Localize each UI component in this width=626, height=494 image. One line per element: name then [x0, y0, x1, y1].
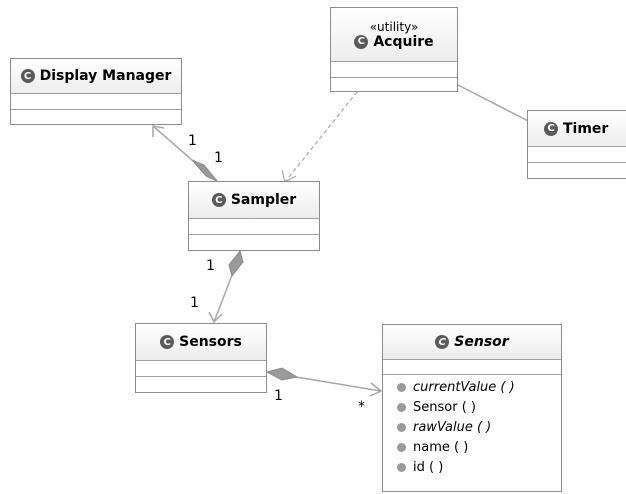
multiplicity-sensor-many-end: *	[358, 399, 365, 415]
class-header: C Sampler	[189, 182, 319, 219]
class-sensor[interactable]: C Sensor currentValue ( ) Sensor ( ) raw…	[382, 324, 562, 492]
composition-sampler-display-manager	[152, 125, 193, 161]
multiplicity-sensors-right-end: 1	[274, 388, 283, 404]
multiplicity-display-manager-end: 1	[188, 133, 197, 149]
attributes-compartment	[331, 62, 457, 78]
class-header: «utility» C Acquire	[331, 8, 457, 62]
attributes-compartment	[528, 147, 626, 163]
class-icon: C	[354, 34, 369, 49]
association-acquire-timer	[457, 84, 541, 128]
public-operation-icon	[397, 422, 406, 432]
multiplicity-sampler-top-end: 1	[214, 150, 223, 166]
operation-label: currentValue ( )	[413, 379, 515, 395]
class-icon: C	[20, 69, 35, 83]
operation-id[interactable]: id ( )	[383, 457, 561, 477]
class-icon: C	[435, 335, 450, 349]
public-operation-icon	[397, 462, 406, 472]
class-name: Sensors	[179, 334, 242, 350]
public-operation-icon	[397, 442, 406, 452]
composition-diamond-sensors	[265, 367, 299, 381]
class-icon: C	[211, 193, 226, 207]
dependency-acquire-sampler	[284, 91, 358, 183]
class-name: Display Manager	[39, 68, 172, 84]
class-sampler[interactable]: C Sampler	[188, 181, 320, 251]
operation-current-value[interactable]: currentValue ( )	[383, 377, 561, 397]
operation-sensor-constructor[interactable]: Sensor ( )	[383, 397, 561, 417]
class-icon: C	[544, 121, 558, 136]
class-timer[interactable]: C Timer	[527, 110, 626, 179]
navigable-arrowhead-display-manager	[152, 125, 165, 137]
public-operation-icon	[397, 382, 406, 392]
multiplicity-sampler-bottom-end: 1	[206, 258, 215, 274]
navigable-arrowhead-sensor	[369, 382, 383, 397]
operations-compartment	[136, 377, 266, 392]
class-sensors[interactable]: C Sensors	[135, 323, 267, 393]
operation-label: name ( )	[413, 439, 469, 455]
composition-sampler-sensors	[213, 274, 233, 323]
multiplicity-sensors-top-end: 1	[190, 295, 199, 311]
class-icon: C	[160, 335, 175, 349]
class-name: Sensor	[454, 334, 509, 350]
public-operation-icon	[397, 402, 406, 412]
composition-sensors-sensor	[295, 376, 382, 392]
class-acquire[interactable]: «utility» C Acquire	[330, 7, 458, 92]
attributes-compartment	[136, 361, 266, 377]
class-display-manager[interactable]: C Display Manager	[10, 58, 182, 125]
attributes-compartment	[383, 360, 561, 375]
operation-raw-value[interactable]: rawValue ( )	[383, 417, 561, 437]
class-header: C Sensor	[383, 325, 561, 360]
operation-label: id ( )	[413, 459, 444, 475]
operations-compartment: currentValue ( ) Sensor ( ) rawValue ( )…	[383, 375, 561, 477]
composition-diamond-sampler-top	[191, 159, 218, 182]
class-name: Acquire	[373, 33, 434, 50]
class-header: C Sensors	[136, 324, 266, 361]
operation-label: Sensor ( )	[413, 399, 476, 415]
class-header: C Display Manager	[11, 59, 181, 94]
operations-compartment	[331, 78, 457, 91]
class-header: C Timer	[528, 111, 626, 147]
operations-compartment	[189, 235, 319, 250]
composition-diamond-sampler-bottom	[228, 249, 244, 278]
operation-name[interactable]: name ( )	[383, 437, 561, 457]
class-name: Timer	[563, 120, 609, 137]
navigable-arrowhead-sensors	[208, 311, 223, 324]
class-name: Sampler	[230, 192, 297, 208]
attributes-compartment	[11, 94, 181, 110]
stereotype-label: «utility»	[369, 19, 419, 34]
operation-label: rawValue ( )	[413, 419, 492, 435]
operations-compartment	[528, 163, 626, 178]
attributes-compartment	[189, 219, 319, 235]
operations-compartment	[11, 110, 181, 124]
